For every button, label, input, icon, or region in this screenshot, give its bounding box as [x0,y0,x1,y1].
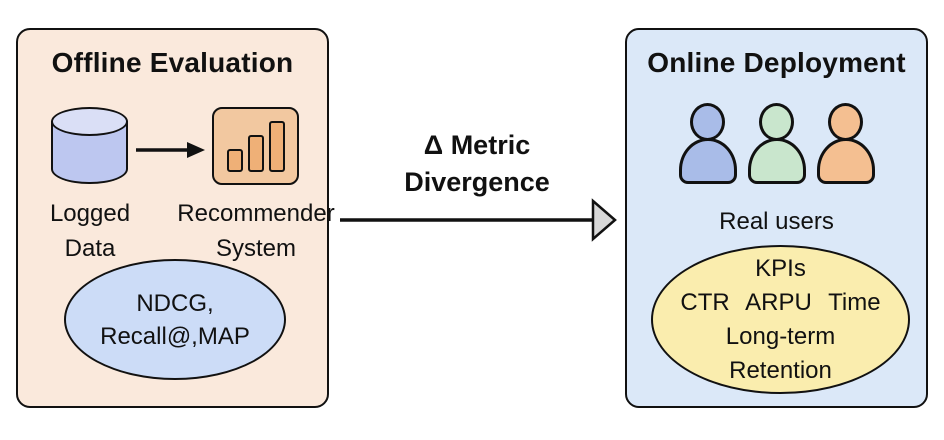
logged-data-label: Logged Data [30,196,150,266]
online-kpi-line2: CTR ARPU Time [680,288,881,316]
users-icon-group [627,103,926,184]
arrow-right-icon [136,142,205,158]
online-kpi-line3: Long-term [725,322,836,350]
user-icon-blue-torso [678,138,737,184]
real-users-label: Real users [719,208,834,235]
database-icon-top [51,107,128,136]
online-kpi-ellipse: KPIs CTR ARPU Time Long-term Retention [651,245,910,394]
bar-chart-bar-medium [247,135,264,172]
divergence-arrow-icon [340,198,617,242]
user-icon-orange-head [828,103,863,141]
user-icon-green-head [759,103,794,141]
metric-divergence-label-line2: Divergence [404,167,550,197]
offline-panel-title: Offline Evaluation [51,47,294,78]
bar-chart-bar-small [226,149,243,172]
recommender-system-label-line1: Recommender [177,200,335,227]
online-panel-title: Online Deployment [647,47,906,78]
user-icon-orange-torso [816,138,875,184]
offline-evaluation-panel: Offline Evaluation Logged Data Recommend… [16,28,335,408]
bar-chart-bar-large [268,121,285,172]
user-icon-green [747,103,806,184]
bar-chart-icon [212,107,299,185]
user-icon-blue [678,103,737,184]
online-kpi-line4: Retention [729,356,832,384]
database-icon [51,107,128,184]
user-icon-orange [816,103,875,184]
offline-metrics-line1: NDCG, [136,289,214,317]
online-kpi-line1: KPIs [755,254,806,282]
recommender-system-label-line2: System [215,235,296,262]
offline-metrics-line2: Recall@,MAP [100,322,250,350]
logged-data-label-line2: Data [64,235,116,262]
offline-metrics-ellipse: NDCG, Recall@,MAP [64,259,286,380]
logged-data-label-line1: Logged [49,200,131,227]
user-icon-green-torso [747,138,806,184]
metric-divergence-label-line1: Δ Metric [423,130,531,160]
online-deployment-panel: Online Deployment Real users KPIs CTR AR… [625,28,928,408]
recommender-system-label: Recommender System [170,196,342,266]
user-icon-blue-head [690,103,725,141]
metric-divergence-label: Δ Metric Divergence [337,127,617,201]
